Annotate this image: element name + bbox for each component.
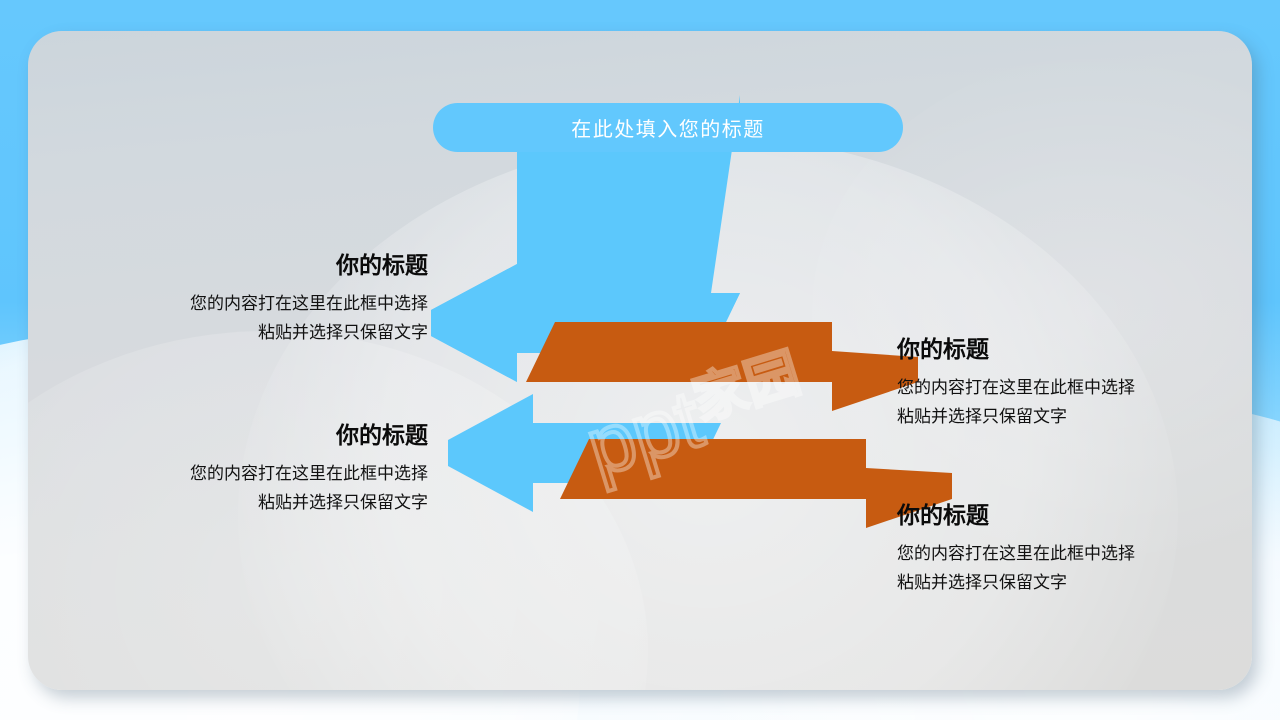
text-block-1-body-line-2: 粘贴并选择只保留文字 (258, 322, 428, 342)
text-block-2-body: 您的内容打在这里在此框中选择 粘贴并选择只保留文字 (88, 459, 428, 517)
text-block-1-body: 您的内容打在这里在此框中选择 粘贴并选择只保留文字 (88, 289, 428, 347)
text-block-4-body-line-1: 您的内容打在这里在此框中选择 (897, 543, 1135, 563)
svg-text:家园: 家园 (686, 343, 807, 432)
text-block-4-heading: 你的标题 (897, 502, 989, 528)
slide-title-pill[interactable]: 在此处填入您的标题 (433, 103, 903, 152)
text-block-3-body: 您的内容打在这里在此框中选择 粘贴并选择只保留文字 (897, 373, 1252, 431)
text-block-4-body-line-2: 粘贴并选择只保留文字 (897, 572, 1067, 592)
text-block-4[interactable]: 你的标题 您的内容打在这里在此框中选择 粘贴并选择只保留文字 (897, 501, 1252, 597)
text-block-3-body-line-2: 粘贴并选择只保留文字 (897, 406, 1067, 426)
text-block-3-body-line-1: 您的内容打在这里在此框中选择 (897, 377, 1135, 397)
text-block-2[interactable]: 你的标题 您的内容打在这里在此框中选择 粘贴并选择只保留文字 (88, 421, 428, 517)
text-block-1[interactable]: 你的标题 您的内容打在这里在此框中选择 粘贴并选择只保留文字 (88, 251, 428, 347)
watermark: ppt 家园 (566, 319, 830, 530)
text-block-1-body-line-1: 您的内容打在这里在此框中选择 (190, 293, 428, 313)
slide-title-text: 在此处填入您的标题 (571, 119, 765, 141)
content-panel: ppt 家园 在此处填入您的标题 你的标题 您的内容打在这里在此框中选择 粘贴并… (28, 31, 1252, 690)
text-block-4-body: 您的内容打在这里在此框中选择 粘贴并选择只保留文字 (897, 539, 1252, 597)
text-block-2-body-line-1: 您的内容打在这里在此框中选择 (190, 463, 428, 483)
text-block-3[interactable]: 你的标题 您的内容打在这里在此框中选择 粘贴并选择只保留文字 (897, 335, 1252, 431)
text-block-2-heading: 你的标题 (336, 422, 428, 448)
text-block-1-heading: 你的标题 (336, 252, 428, 278)
text-block-3-heading: 你的标题 (897, 336, 989, 362)
text-block-2-body-line-2: 粘贴并选择只保留文字 (258, 492, 428, 512)
